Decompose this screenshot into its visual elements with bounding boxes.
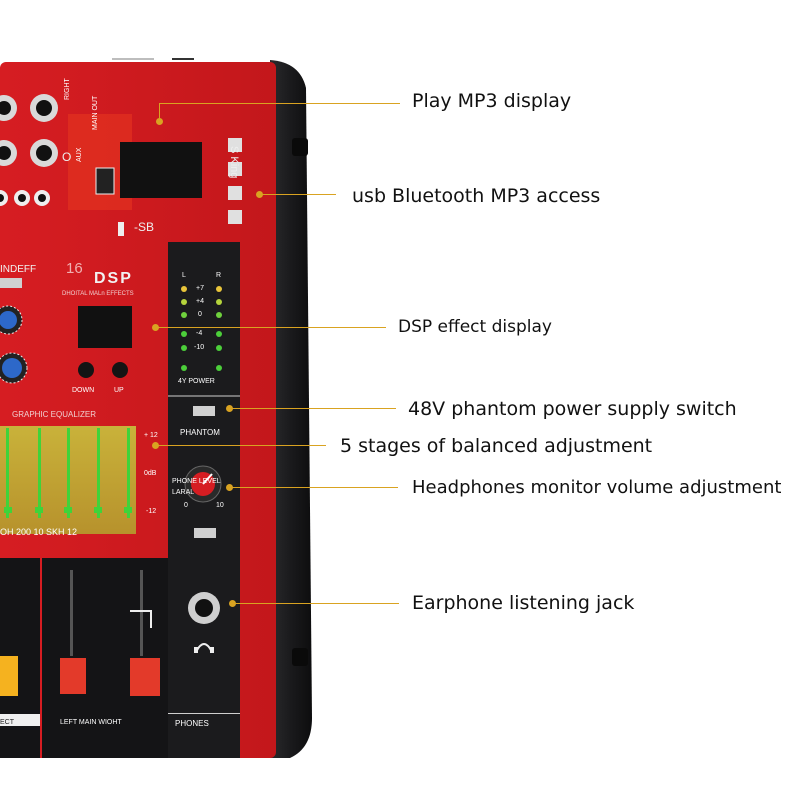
mp3-btn-1 [228, 138, 242, 152]
callout-line-dsp [156, 327, 386, 328]
callout-5-stages: 5 stages of balanced adjustment [340, 435, 653, 457]
panel-laral: LARAL [172, 489, 195, 496]
callout-line-earphone-jack [233, 603, 399, 604]
callout-line-usb [260, 194, 336, 195]
callout-48v-phantom: 48V phantom power supply switch [408, 398, 737, 420]
panel-vu-r: R [216, 272, 222, 279]
panel-right-label: RIGHT [64, 78, 71, 100]
panel-eq-m12: -12 [146, 508, 157, 515]
callout-line-mp3-v [159, 103, 160, 121]
panel-indeff: INDEFF [0, 264, 37, 275]
callout-line-phantom [230, 408, 396, 409]
callout-dot-headphone-volume [226, 484, 233, 491]
panel-effect-label: ECT [0, 719, 14, 726]
top-connector-2 [172, 58, 194, 60]
mp3-btn-3 [228, 186, 242, 200]
mp3-display [120, 142, 202, 198]
panel-knob-0: 0 [184, 502, 188, 509]
panel-phone-level: PHONE LEVEL [172, 478, 221, 485]
callout-dot-usb [256, 191, 263, 198]
panel-up-label: UP [114, 387, 124, 394]
up-button [112, 362, 128, 378]
vu-meter [181, 286, 222, 371]
mixer-image [0, 58, 312, 758]
callout-earphone-jack: Earphone listening jack [412, 592, 635, 614]
panel-vu-l: L [182, 272, 186, 279]
mp3-btn-2 [228, 162, 242, 176]
phone-button [194, 528, 216, 538]
panel-zero: O [62, 150, 72, 164]
callout-line-headphone-volume [230, 487, 398, 488]
panel-eq-p12: + 12 [144, 432, 158, 439]
callout-line-mp3 [160, 103, 400, 104]
fader-red-1 [60, 658, 86, 694]
callout-dot-earphone-jack [229, 600, 236, 607]
eq-sliders [4, 428, 132, 518]
panel-eq-0db: 0dB [144, 470, 157, 477]
side-grip-bottom [292, 648, 308, 666]
panel-phones-label: PHONES [175, 719, 209, 728]
callout-usb-bluetooth: usb Bluetooth MP3 access [352, 185, 601, 207]
panel-eq-freq: OH 200 10 SKH 12 [0, 527, 78, 537]
callout-dsp-effect: DSP effect display [398, 317, 552, 337]
callout-line-eq [156, 445, 326, 446]
panel-vu-level-1: +4 [196, 298, 204, 305]
panel-fader-label: LEFT MAIN WIOHT [60, 719, 122, 726]
panel-main-out-label: MAIN OUT [92, 95, 99, 130]
fader-red-2 [130, 658, 160, 696]
callout-dot-mp3 [156, 118, 163, 125]
mp3-btn-4 [228, 210, 242, 224]
callout-dot-phantom [226, 405, 233, 412]
panel-power-label: 4Y POWER [178, 378, 215, 385]
panel-vu-level-0: +7 [196, 285, 204, 292]
down-button [78, 362, 94, 378]
panel-vu-level-3: -4 [196, 330, 203, 337]
panel-knob-10: 10 [216, 502, 224, 509]
callout-headphones-monitor: Headphones monitor volume adjustment [412, 477, 782, 498]
panel-sking: S King [228, 146, 240, 179]
side-grip-top [292, 138, 308, 156]
panel-dsp-num: 16 [66, 260, 83, 277]
panel-vu-level-2: 0 [198, 311, 202, 318]
jack-group [0, 94, 58, 206]
top-connector [112, 58, 154, 60]
phantom-switch [193, 406, 215, 416]
callout-play-mp3: Play MP3 display [412, 90, 572, 112]
dsp-display [78, 306, 132, 348]
panel-sb: -SB [134, 220, 155, 234]
callout-dot-eq [152, 442, 159, 449]
panel-dsp-sub: DHOITAL MALn EFFECTS [62, 291, 134, 297]
usb-port [95, 167, 115, 195]
panel-phantom-label: PHANTOM [180, 428, 220, 437]
panel-aux-label: AUX [76, 147, 83, 162]
callout-dot-dsp [152, 324, 159, 331]
panel-down-label: DOWN [72, 387, 95, 394]
side-case [270, 60, 312, 758]
panel-vu-level-4: -10 [194, 344, 205, 351]
panel-dsp-logo: DSP [94, 270, 133, 287]
panel-graphic-eq: GRAPHIC EQUALIZER [12, 410, 97, 419]
fader-yellow [0, 656, 18, 696]
